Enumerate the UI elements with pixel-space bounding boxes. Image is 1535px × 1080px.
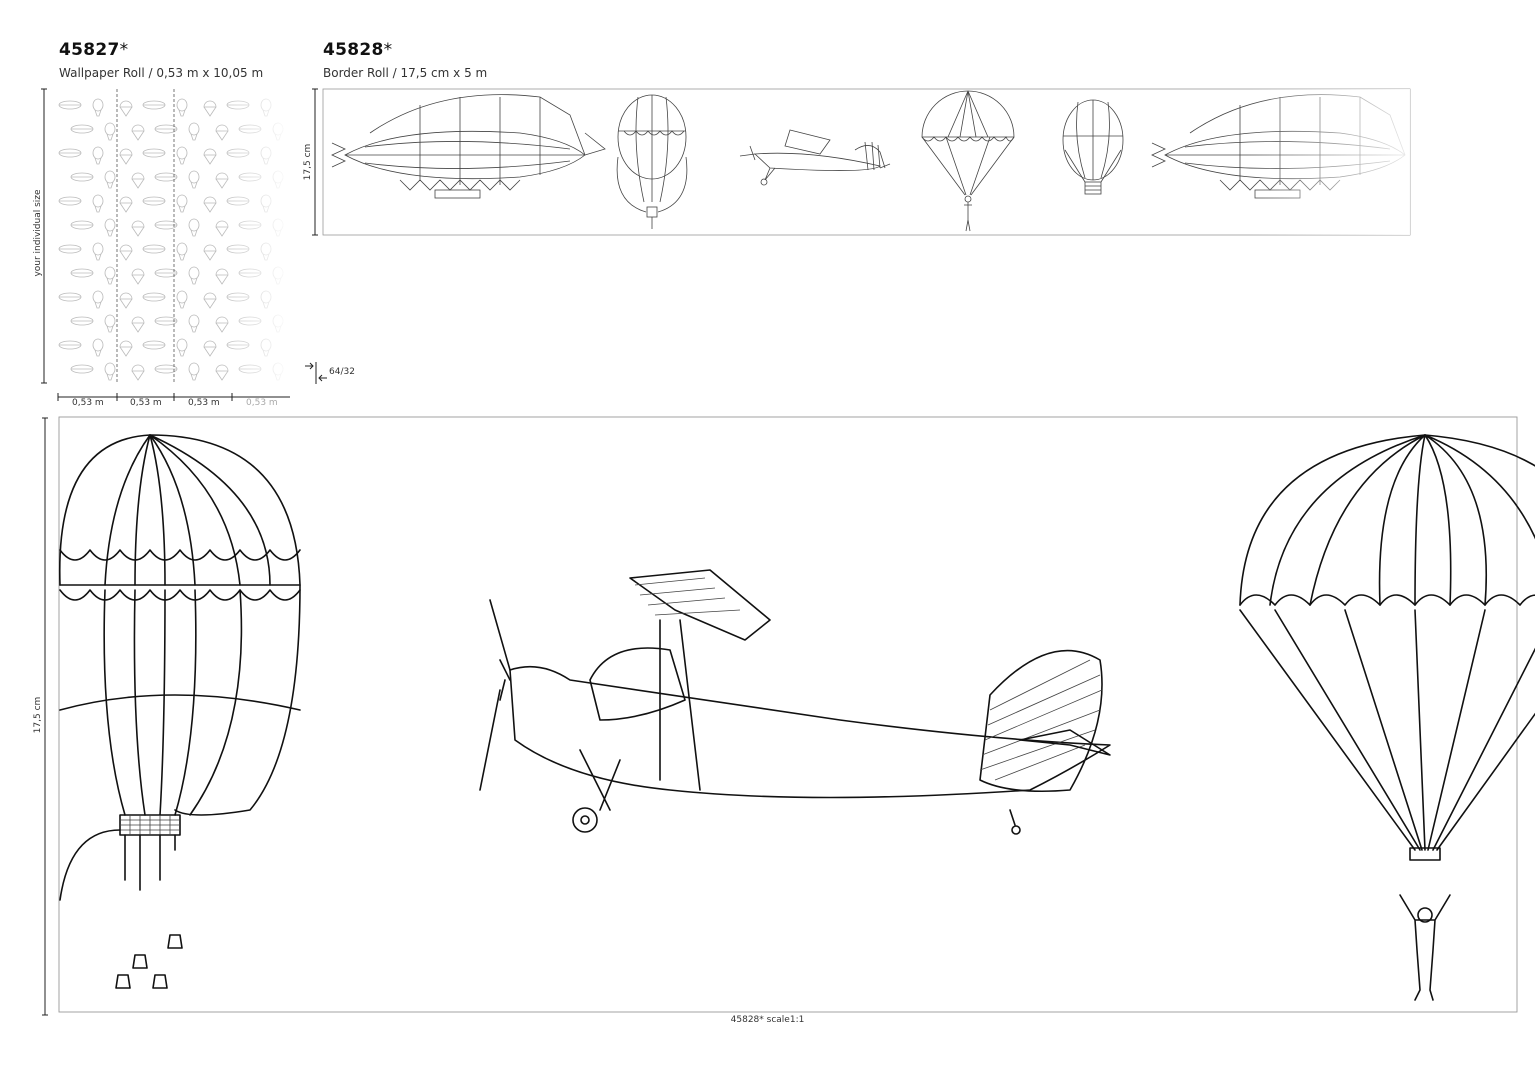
width-label-2: 0,53 m <box>130 398 162 408</box>
border-code: 45828* <box>323 40 392 60</box>
repeat-arrows-icon <box>305 362 327 384</box>
large-parachutist-icon <box>1239 434 1535 1001</box>
detail-scale-preview <box>42 416 1535 1016</box>
wallpaper-pattern-preview <box>41 88 290 401</box>
border-subtitle: Border Roll / 17,5 cm x 5 m <box>323 66 488 80</box>
width-label-3: 0,53 m <box>188 398 220 408</box>
border-preview <box>312 88 1411 236</box>
border-code-star: * <box>383 40 393 60</box>
wallpaper-code-number: 45827 <box>59 40 120 60</box>
width-label-1: 0,53 m <box>72 398 104 408</box>
large-hot-air-balloon-icon <box>58 434 301 989</box>
width-label-4: 0,53 m <box>246 398 278 408</box>
wallpaper-subtitle: Wallpaper Roll / 0,53 m x 10,05 m <box>59 66 264 80</box>
wallpaper-code: 45827* <box>59 40 128 60</box>
repeat-label: 64/32 <box>329 367 355 377</box>
border-code-number: 45828 <box>323 40 384 60</box>
wallpaper-code-star: * <box>119 40 129 60</box>
detail-caption: 45828* scale1:1 <box>730 1015 805 1025</box>
large-biplane-icon <box>479 569 1111 835</box>
